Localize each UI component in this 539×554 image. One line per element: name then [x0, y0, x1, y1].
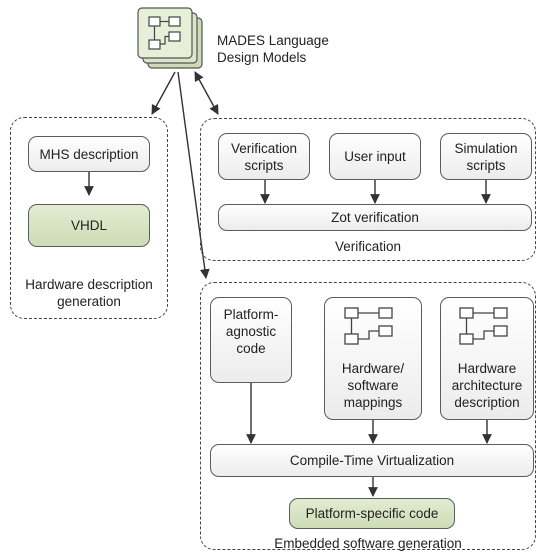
- platform-agnostic-line2: agnostic: [225, 324, 277, 339]
- arrow-models-to-hardware: [151, 71, 176, 115]
- models-label-line2: Design Models: [217, 50, 307, 65]
- models-label-line1: MADES Language: [217, 33, 329, 48]
- compile-time-virtualization-box: Compile-Time Virtualization: [210, 444, 534, 477]
- mappings-line1: Hardware/: [341, 361, 405, 376]
- verification-group-label: Verification: [334, 239, 402, 254]
- compile-time-virtualization-label: Compile-Time Virtualization: [289, 453, 455, 468]
- hardware-architecture-description-box: Hardware architecture description: [440, 297, 534, 420]
- arrow-models-to-embedded: [177, 71, 210, 279]
- mappings-line3: mappings: [343, 395, 403, 410]
- arrow-models-to-verification: [194, 71, 219, 115]
- hardware-software-mappings-box: Hardware/software mappings: [324, 297, 422, 420]
- hardware-group-label: Hardware description generation: [10, 276, 168, 310]
- embedded-software-group: [200, 282, 536, 550]
- simulation-scripts-line2: scripts: [466, 157, 506, 173]
- arch-line3: description: [454, 395, 520, 410]
- uml-class-diagram-icon: [344, 307, 393, 345]
- hardware-description-group: [10, 117, 168, 319]
- platform-agnostic-code-label: Platform-agnostic code: [224, 306, 279, 357]
- hardware-architecture-label: Hardware architecture description: [452, 360, 523, 411]
- user-input-box: User input: [329, 133, 421, 180]
- hardware-software-mappings-label: Hardware/software mappings: [342, 360, 404, 411]
- mappings-line2: software: [347, 378, 399, 393]
- embedded-group-label: Embedded software generation: [274, 536, 462, 551]
- verification-group: [200, 118, 536, 261]
- platform-agnostic-line1: Platform-: [223, 307, 279, 322]
- uml-class-diagram-icon: [459, 307, 508, 345]
- models-label: MADES Language Design Models: [217, 32, 329, 66]
- arch-line2: architecture: [451, 378, 523, 393]
- platform-agnostic-line3: code: [236, 341, 266, 356]
- hardware-group-label-line2: generation: [57, 294, 121, 309]
- zot-verification-box: Zot verification: [218, 204, 532, 231]
- verification-scripts-line2: scripts: [244, 157, 284, 173]
- mhs-description-label: MHS description: [39, 146, 139, 162]
- verification-scripts-line1: Verification: [230, 140, 298, 156]
- mhs-description-box: MHS description: [28, 136, 150, 172]
- platform-agnostic-code-box: Platform-agnostic code: [210, 297, 292, 383]
- uml-diagram-stack-icon: [137, 7, 203, 69]
- user-input-label: User input: [344, 149, 406, 164]
- platform-specific-code-label: Platform-specific code: [305, 506, 439, 521]
- vhdl-label: VHDL: [70, 218, 107, 233]
- vhdl-box: VHDL: [28, 204, 150, 247]
- simulation-scripts-line1: Simulation: [454, 140, 518, 156]
- arch-line1: Hardware: [457, 361, 517, 376]
- platform-specific-code-box: Platform-specific code: [289, 498, 455, 529]
- zot-verification-label: Zot verification: [331, 210, 419, 225]
- hardware-group-label-line1: Hardware description: [25, 277, 153, 292]
